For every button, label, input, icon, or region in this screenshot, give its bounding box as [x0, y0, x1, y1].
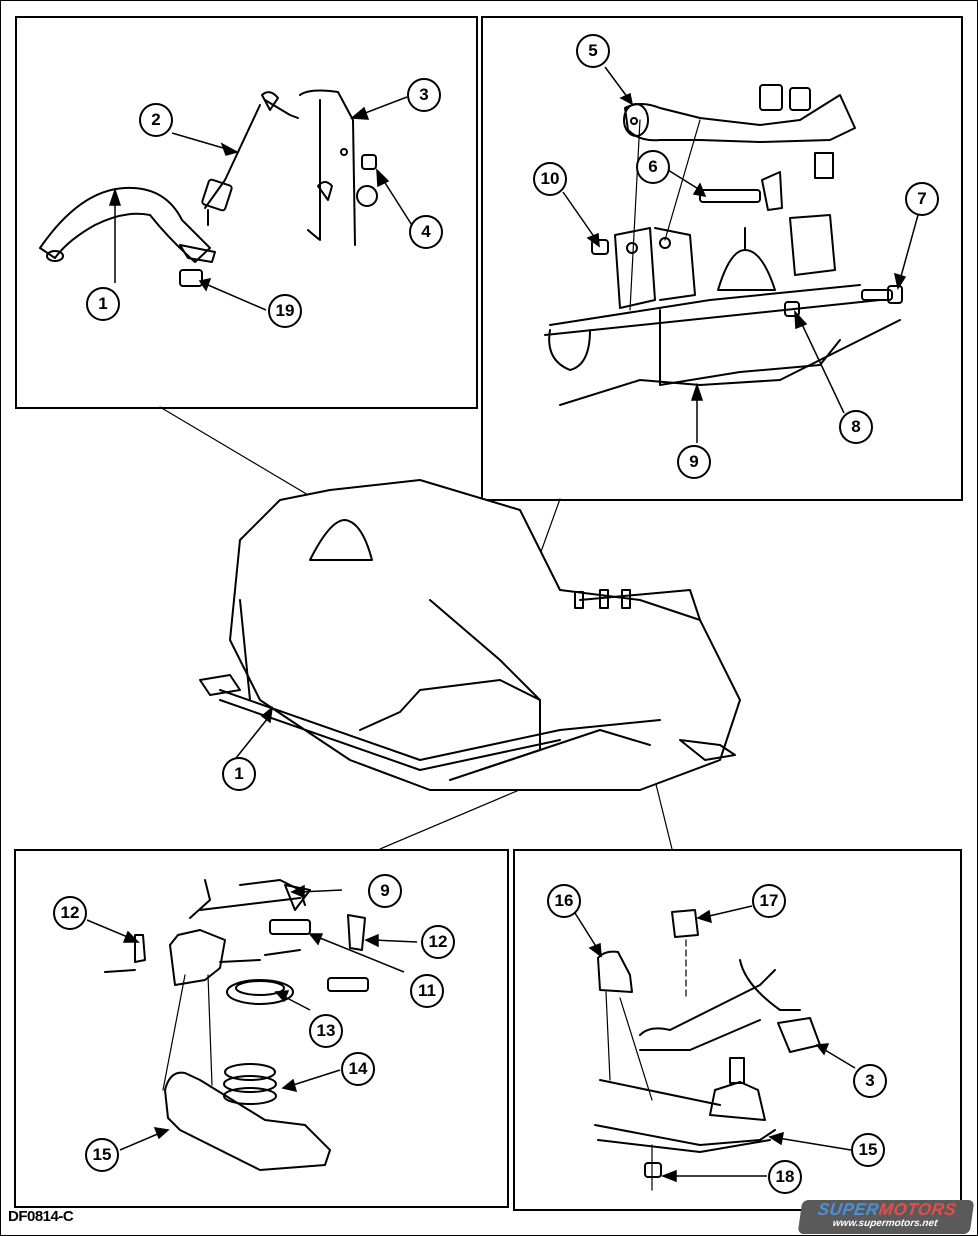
callout-8: 8	[839, 410, 873, 444]
callout-1: 1	[86, 287, 120, 321]
callout-13: 13	[309, 1014, 343, 1048]
panel-top-right-upper-arm	[481, 16, 963, 501]
logo-url: www.supermotors.net	[831, 1218, 939, 1229]
callout-1-center: 1	[222, 757, 256, 791]
panel-top-left-stabilizer	[15, 16, 478, 409]
callout-3-lower: 3	[853, 1064, 887, 1098]
callout-19: 19	[268, 294, 302, 328]
callout-15-left: 15	[85, 1138, 119, 1172]
callout-9: 9	[677, 445, 711, 479]
callout-4: 4	[409, 215, 443, 249]
callout-2: 2	[139, 103, 173, 137]
callout-10: 10	[533, 162, 567, 196]
callout-9-lower: 9	[368, 874, 402, 908]
callout-7: 7	[905, 182, 939, 216]
callout-18: 18	[768, 1160, 802, 1194]
callout-12-right: 12	[421, 925, 455, 959]
callout-14: 14	[341, 1052, 375, 1086]
callout-12-left: 12	[53, 896, 87, 930]
figure-id: DF0814-C	[8, 1208, 74, 1225]
callout-5: 5	[576, 34, 610, 68]
callout-6: 6	[636, 150, 670, 184]
callout-11: 11	[410, 974, 444, 1008]
callout-17: 17	[752, 884, 786, 918]
supermotors-logo: SUPERMOTORS www.supermotors.net	[797, 1200, 975, 1234]
callout-15-right: 15	[851, 1133, 885, 1167]
callout-16: 16	[547, 884, 581, 918]
callout-3: 3	[407, 78, 441, 112]
logo-brand: SUPERMOTORS	[816, 1200, 958, 1219]
